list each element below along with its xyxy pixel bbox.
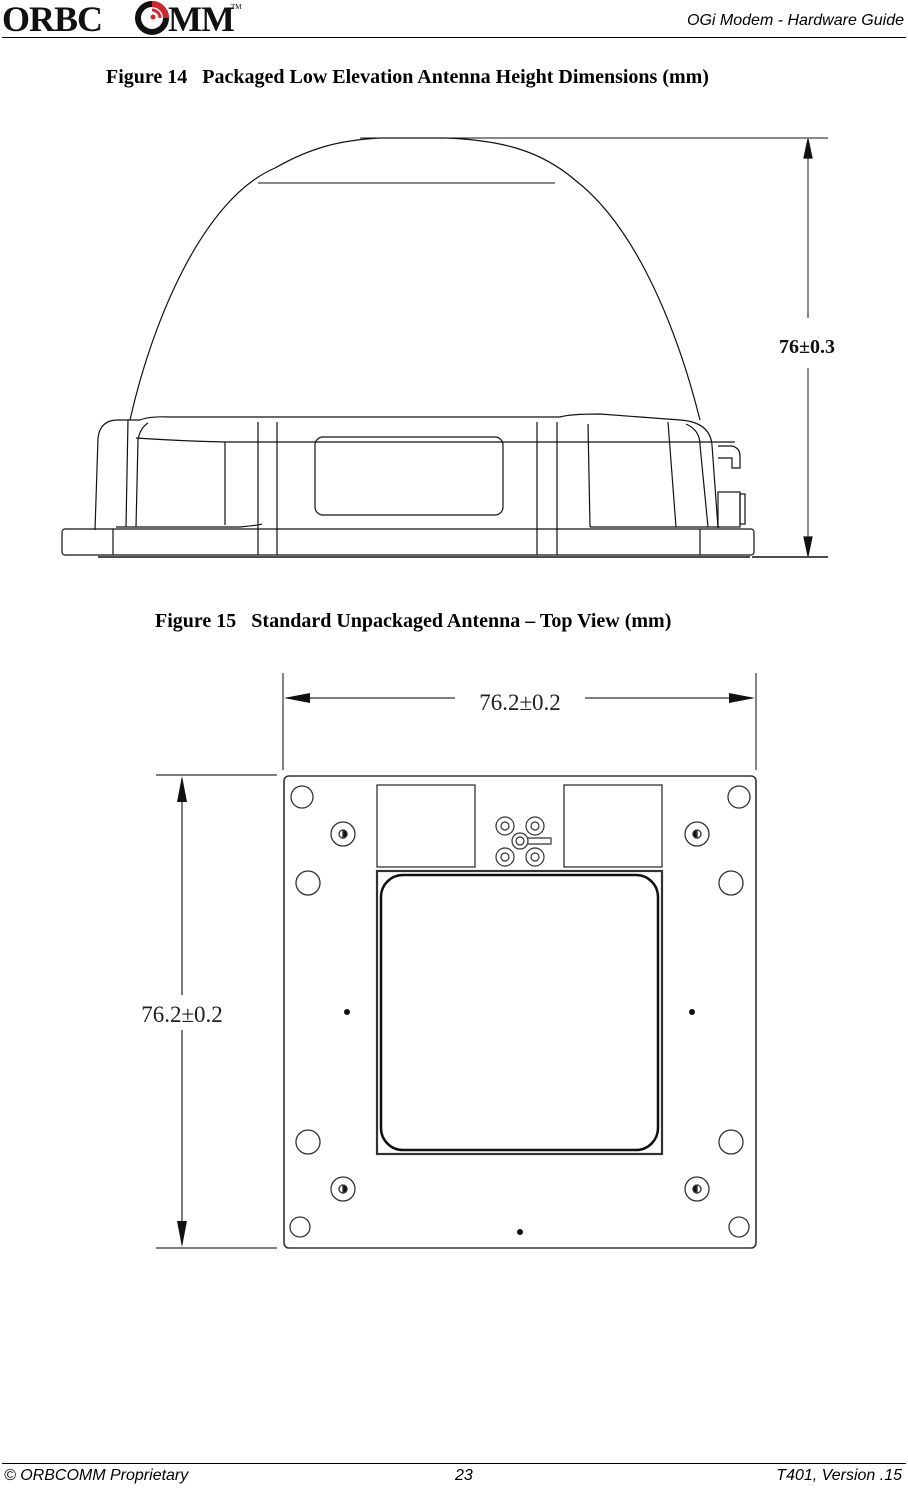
side-connector (717, 445, 746, 528)
antenna-board-outline (283, 775, 757, 1249)
height-dimension-label: 76±0.3 (779, 336, 835, 358)
top-right-pad (563, 784, 663, 868)
figure-14-side-view-drawing: 76±0.3 (61, 137, 835, 558)
figure-14-caption: Figure 14 Packaged Low Elevation Antenna… (106, 66, 709, 88)
height-dimension-line (803, 138, 813, 557)
width-dimension-line (282, 673, 757, 770)
radome-dome (129, 137, 701, 421)
footer-document-version: T401, Version .15 (776, 1467, 902, 1484)
header-divider (2, 37, 906, 38)
vertical-dimension-label: 76.2±0.2 (141, 1002, 223, 1027)
svg-text:TM: TM (231, 3, 242, 11)
footer-copyright: © ORBCOMM Proprietary (4, 1467, 189, 1484)
width-dimension-label: 76.2±0.2 (479, 690, 561, 715)
orbcomm-logo: ORBC MM TM (2, 0, 242, 36)
antenna-base-housing (61, 413, 755, 558)
center-connector-cluster (495, 816, 552, 867)
footer-divider (2, 1463, 906, 1464)
top-left-pad (376, 784, 476, 868)
fiducial-dots (344, 1009, 695, 1235)
svg-text:MM: MM (168, 0, 234, 36)
screw-holes (330, 821, 710, 1202)
document-title: OGi Modem - Hardware Guide (687, 12, 904, 29)
figure-15-caption: Figure 15 Standard Unpackaged Antenna – … (155, 610, 672, 632)
footer-page-number: 23 (455, 1467, 473, 1484)
figure-15-top-view-drawing: 76.2±0.2 76.2±0.2 (141, 673, 757, 1249)
svg-text:ORBC: ORBC (2, 0, 102, 36)
signal-o-icon (135, 1, 169, 35)
page-header: ORBC MM TM OGi Modem - Hardware Guide (0, 0, 908, 40)
patch-antenna-element (375, 869, 664, 1156)
vertical-dimension-line (156, 774, 277, 1249)
mounting-holes (289, 785, 751, 1238)
